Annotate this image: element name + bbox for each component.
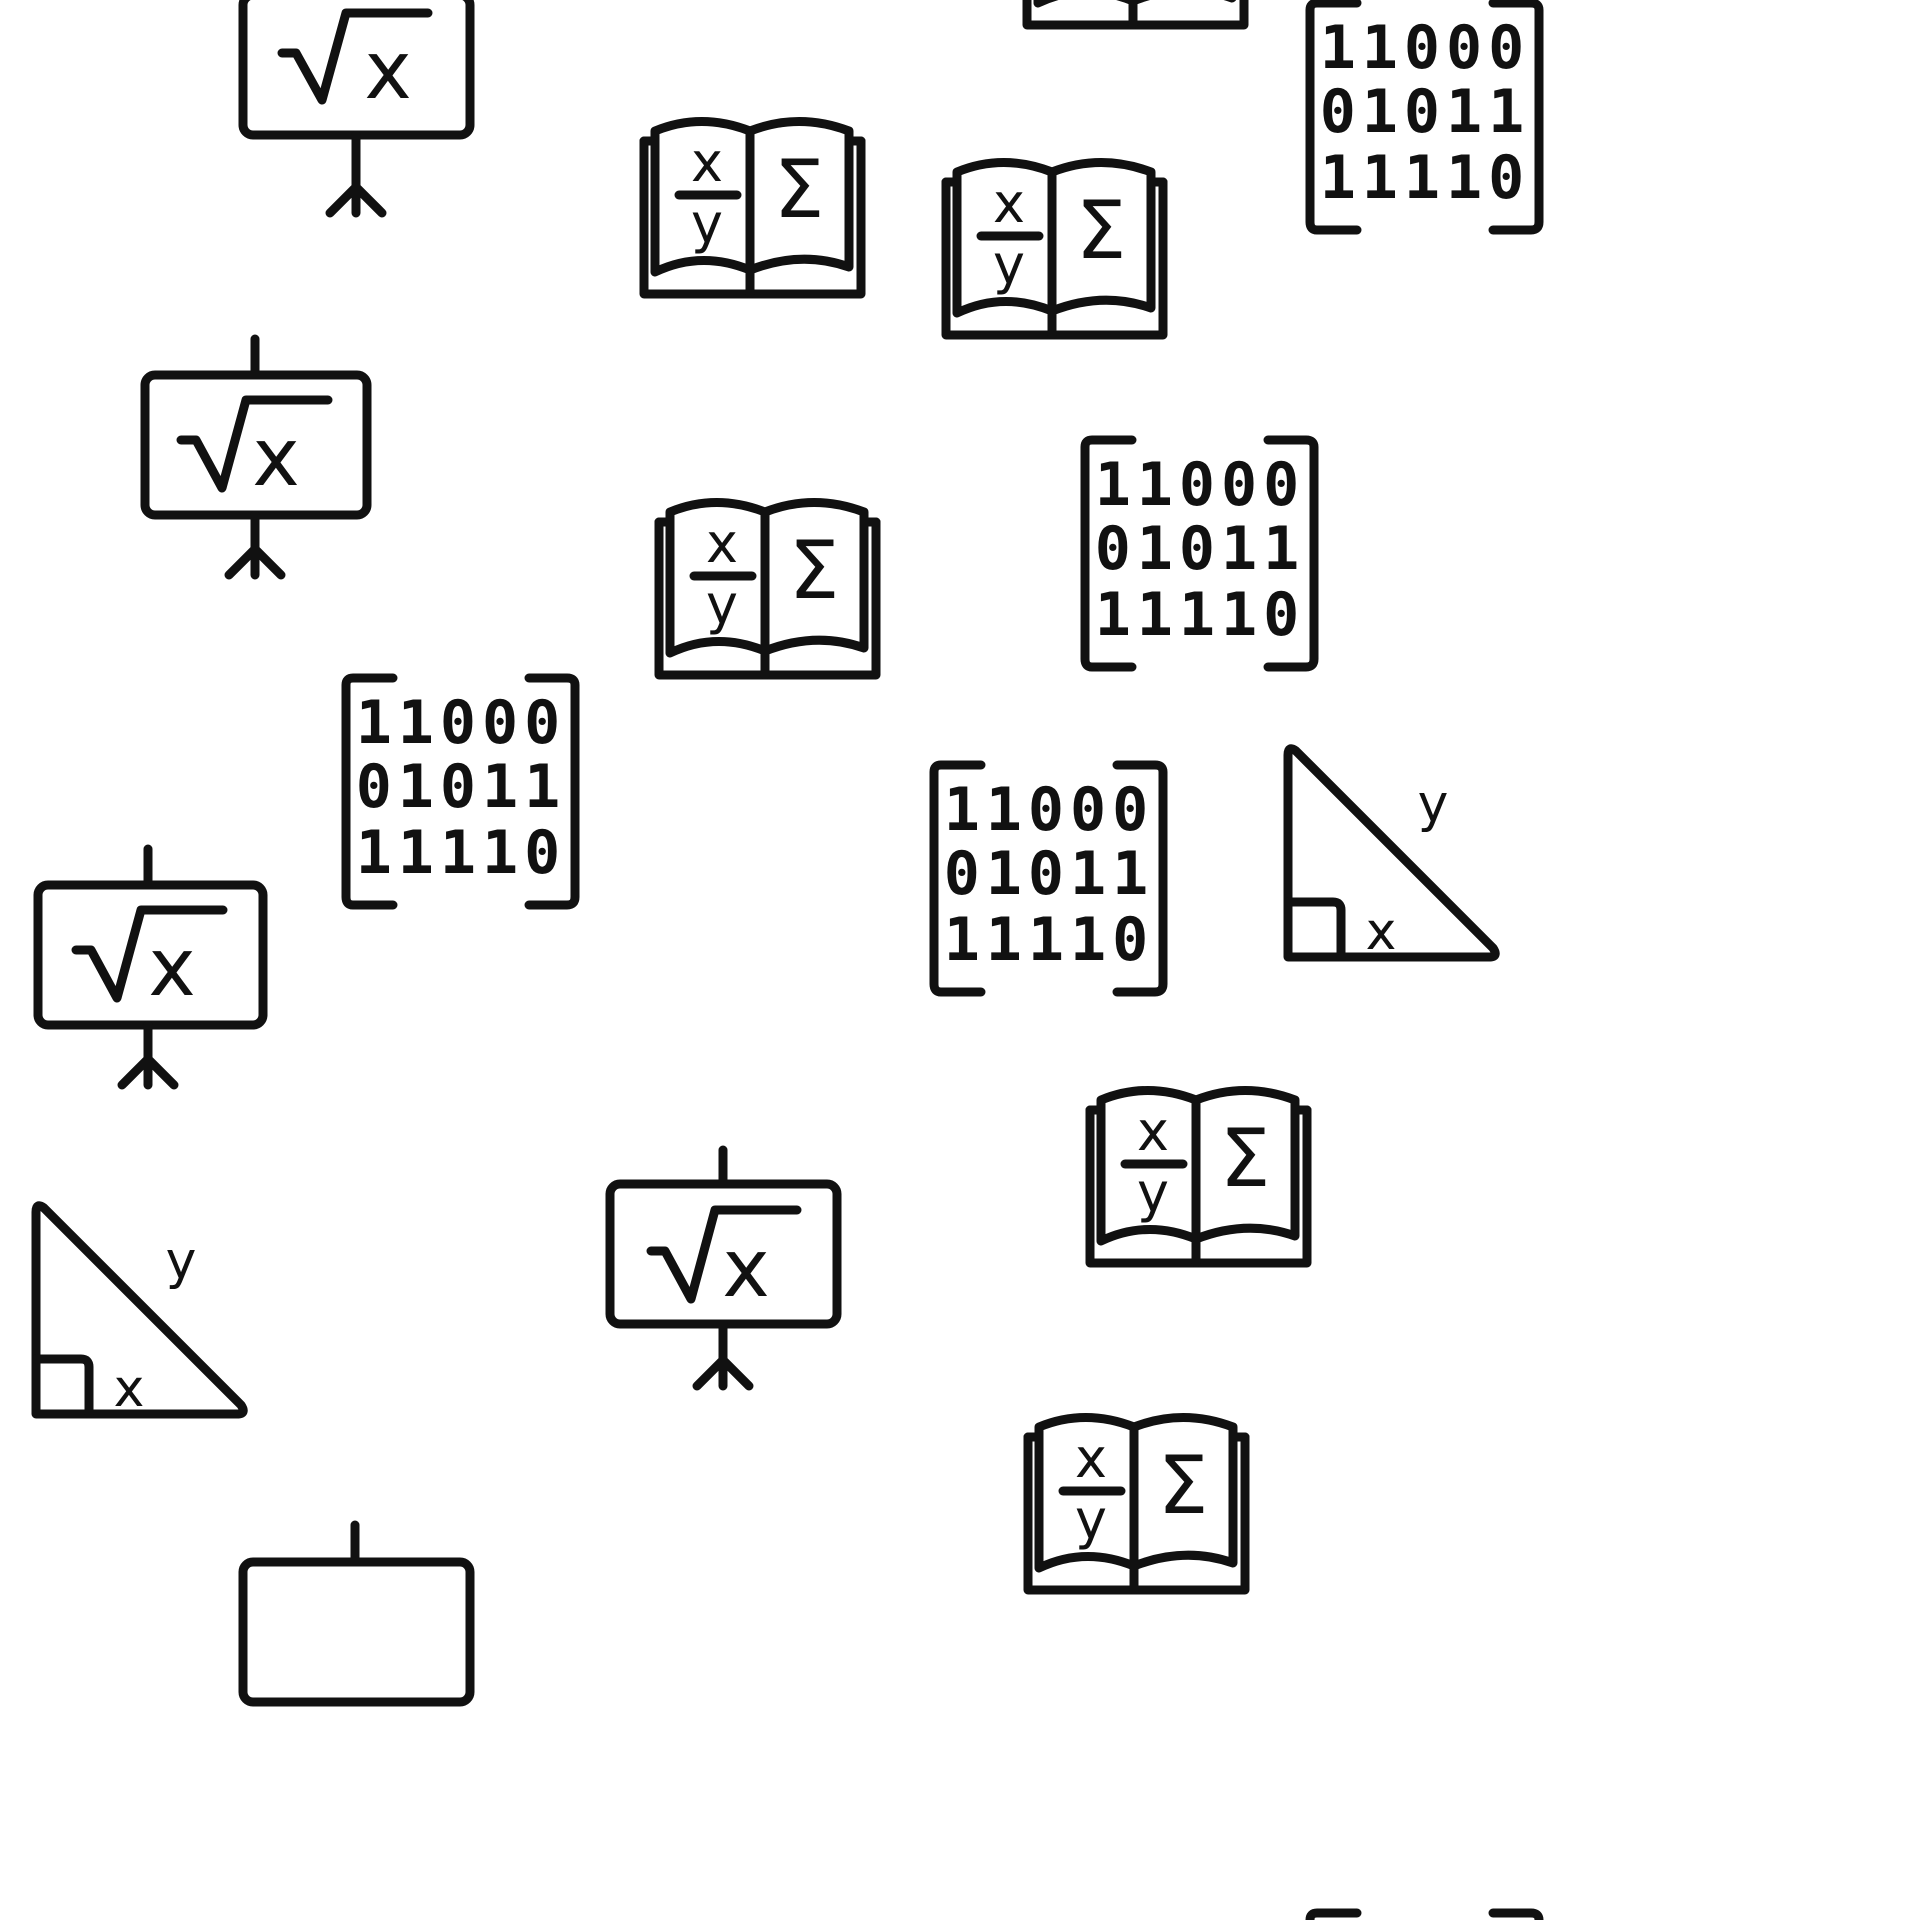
binary-matrix-icon: 11000 01011 11110 xyxy=(1080,435,1325,675)
fraction-denominator: y xyxy=(706,573,738,636)
easel-sqrt-icon: x xyxy=(605,1145,847,1396)
sigma-symbol: Σ xyxy=(1076,184,1127,277)
fraction-numerator: x xyxy=(1137,1100,1169,1163)
matrix-row: 11000 xyxy=(1320,13,1531,83)
triangle-label-y: y xyxy=(166,1231,197,1291)
fraction-denominator: y xyxy=(993,233,1025,296)
book-formula-icon: x y Σ xyxy=(941,158,1173,343)
sigma-symbol: Σ xyxy=(774,143,825,236)
easel-sqrt-icon xyxy=(238,1520,480,1707)
sqrt-variable: x xyxy=(722,1222,769,1315)
book-formula-icon: x y Σ xyxy=(654,498,886,683)
matrix-row: 01011 xyxy=(944,839,1155,909)
fraction-numerator: x xyxy=(706,512,738,575)
triangle-label-y: y xyxy=(1418,774,1449,834)
fraction-numerator: x xyxy=(993,172,1025,235)
matrix-row: 11000 xyxy=(944,775,1155,845)
binary-matrix-icon: 11000 01011 11110 xyxy=(341,673,586,913)
right-triangle-icon: x y xyxy=(31,1200,261,1430)
sigma-symbol: Σ xyxy=(789,524,840,617)
triangle-label-x: x xyxy=(1366,902,1397,962)
fraction-numerator: x xyxy=(691,131,723,194)
sqrt-variable: x xyxy=(148,921,195,1014)
book-formula-icon: x y Σ xyxy=(1023,1413,1255,1598)
right-triangle-icon: x y xyxy=(1283,743,1513,973)
binary-matrix-icon xyxy=(1305,1905,1550,1920)
sigma-symbol: Σ xyxy=(1158,1439,1209,1532)
matrix-row: 11110 xyxy=(356,818,567,888)
easel-sqrt-icon: x xyxy=(238,0,478,220)
fraction-denominator: y xyxy=(691,192,723,255)
book-formula-icon: x y Σ xyxy=(639,117,871,302)
sigma-symbol: Σ xyxy=(1220,1112,1271,1205)
easel-sqrt-icon: x xyxy=(33,844,275,1095)
sqrt-variable: x xyxy=(364,24,411,117)
matrix-row: 01011 xyxy=(1320,77,1531,147)
easel-sqrt-icon: x xyxy=(140,334,380,585)
matrix-row: 01011 xyxy=(1095,514,1306,584)
matrix-row: 11000 xyxy=(1095,450,1306,520)
book-formula-icon xyxy=(1022,0,1254,30)
matrix-row: 11110 xyxy=(1095,580,1306,650)
binary-matrix-icon: 11000 01011 11110 xyxy=(929,760,1174,1000)
fraction-denominator: y xyxy=(1137,1161,1169,1224)
binary-matrix-icon: 11000 01011 11110 xyxy=(1305,0,1550,238)
book-formula-icon: x y Σ xyxy=(1085,1086,1317,1271)
matrix-row: 11110 xyxy=(944,905,1155,975)
fraction-denominator: y xyxy=(1075,1488,1107,1551)
fraction-numerator: x xyxy=(1075,1427,1107,1490)
sqrt-variable: x xyxy=(252,411,299,504)
matrix-row: 01011 xyxy=(356,752,567,822)
triangle-label-x: x xyxy=(114,1359,145,1419)
matrix-row: 11110 xyxy=(1320,143,1531,213)
matrix-row: 11000 xyxy=(356,688,567,758)
